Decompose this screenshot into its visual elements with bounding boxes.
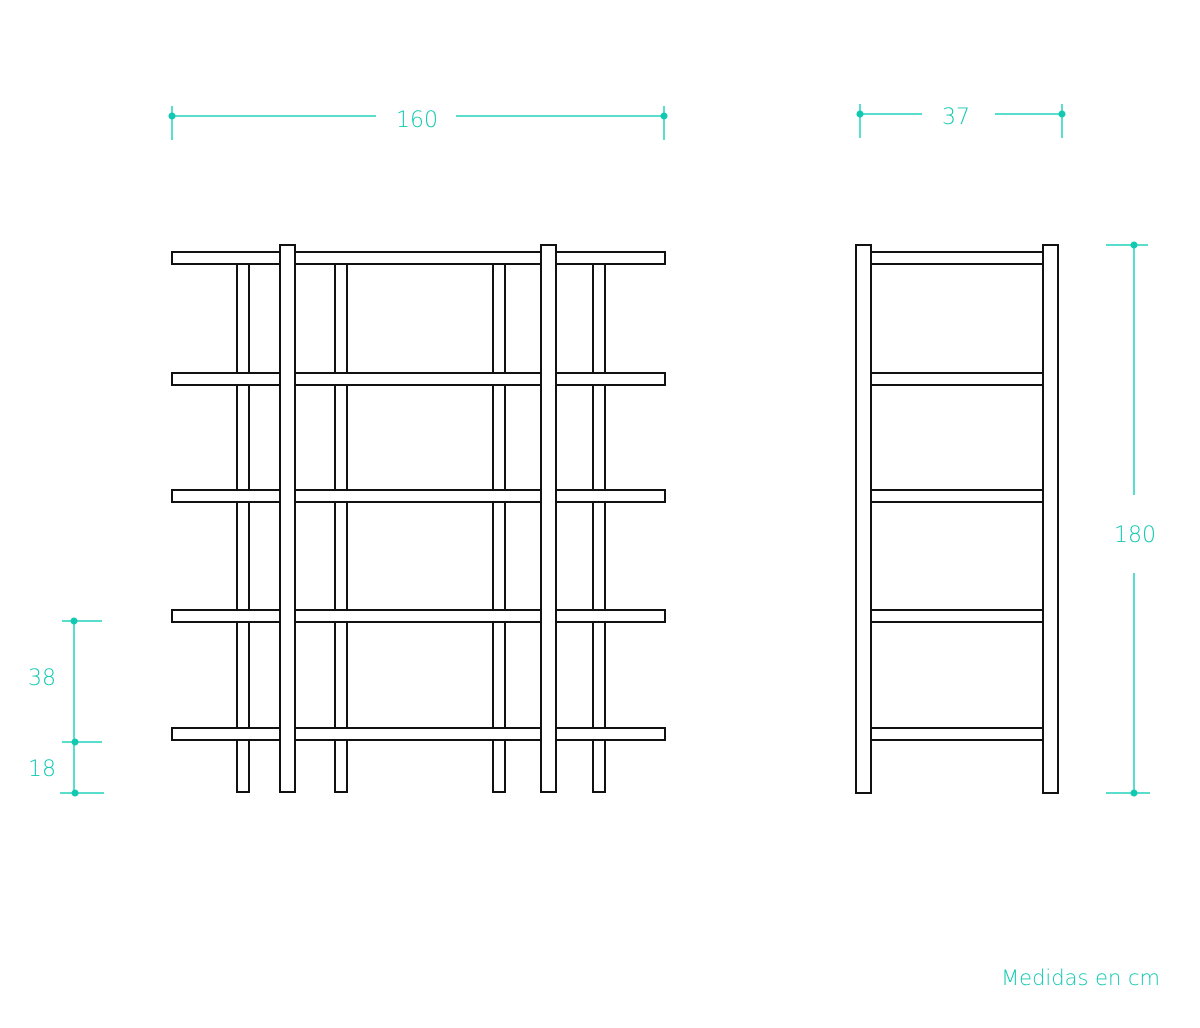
dimension-point bbox=[1130, 241, 1138, 249]
shelf-spacing-label: 38 bbox=[28, 666, 56, 691]
base-height-label: 18 bbox=[28, 757, 56, 782]
shelf bbox=[171, 251, 666, 265]
side-view bbox=[855, 244, 1059, 794]
main-post bbox=[540, 244, 557, 793]
shelf bbox=[171, 727, 666, 741]
thin-post bbox=[334, 263, 348, 793]
side-shelf bbox=[870, 489, 1044, 503]
front-view bbox=[171, 244, 666, 793]
thin-post bbox=[492, 263, 506, 793]
shelf bbox=[171, 372, 666, 386]
depth-label: 37 bbox=[942, 105, 970, 130]
side-post bbox=[1042, 244, 1059, 794]
dimension-point bbox=[71, 789, 79, 797]
dimension-point bbox=[1130, 789, 1138, 797]
dimension-point bbox=[70, 617, 78, 625]
side-post bbox=[855, 244, 872, 794]
height-label: 180 bbox=[1114, 523, 1156, 548]
shelf bbox=[171, 609, 666, 623]
side-shelf bbox=[870, 609, 1044, 623]
side-shelf bbox=[870, 727, 1044, 741]
dimension-point bbox=[856, 110, 864, 118]
side-shelf bbox=[870, 372, 1044, 386]
thin-post bbox=[592, 263, 606, 793]
dimension-point bbox=[1058, 110, 1066, 118]
main-post bbox=[279, 244, 296, 793]
dimension-point bbox=[660, 112, 668, 120]
side-shelf bbox=[870, 251, 1044, 265]
shelf bbox=[171, 489, 666, 503]
thin-post bbox=[236, 263, 250, 793]
dimension-point bbox=[71, 738, 79, 746]
dimension-point bbox=[168, 112, 176, 120]
width-label: 160 bbox=[396, 108, 438, 133]
dimension-lines bbox=[60, 104, 1150, 797]
units-note: Medidas en cm bbox=[1001, 966, 1160, 990]
